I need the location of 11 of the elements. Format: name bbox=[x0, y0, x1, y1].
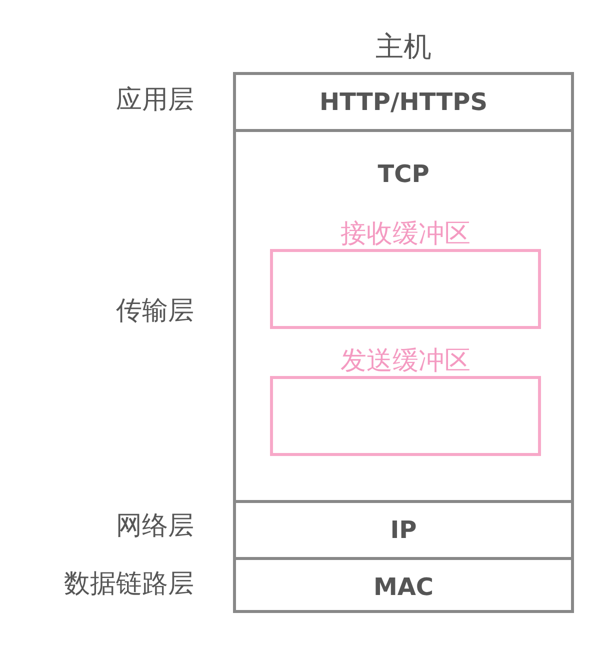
layer-name: 数据链路层 bbox=[64, 568, 194, 601]
protocol-layer: MAC bbox=[236, 560, 571, 613]
layer-name: 传输层 bbox=[116, 295, 194, 328]
protocol-name: TCP bbox=[378, 160, 430, 188]
layer-name: 网络层 bbox=[116, 510, 194, 543]
buffer-title: 发送缓冲区 bbox=[340, 344, 470, 376]
protocol-layer: HTTP/HTTPS bbox=[236, 75, 571, 132]
protocol-layer: IP bbox=[236, 503, 571, 560]
layer-name: 应用层 bbox=[116, 84, 194, 117]
host-title: 主机 bbox=[376, 29, 432, 65]
buffer-title: 接收缓冲区 bbox=[340, 218, 470, 249]
